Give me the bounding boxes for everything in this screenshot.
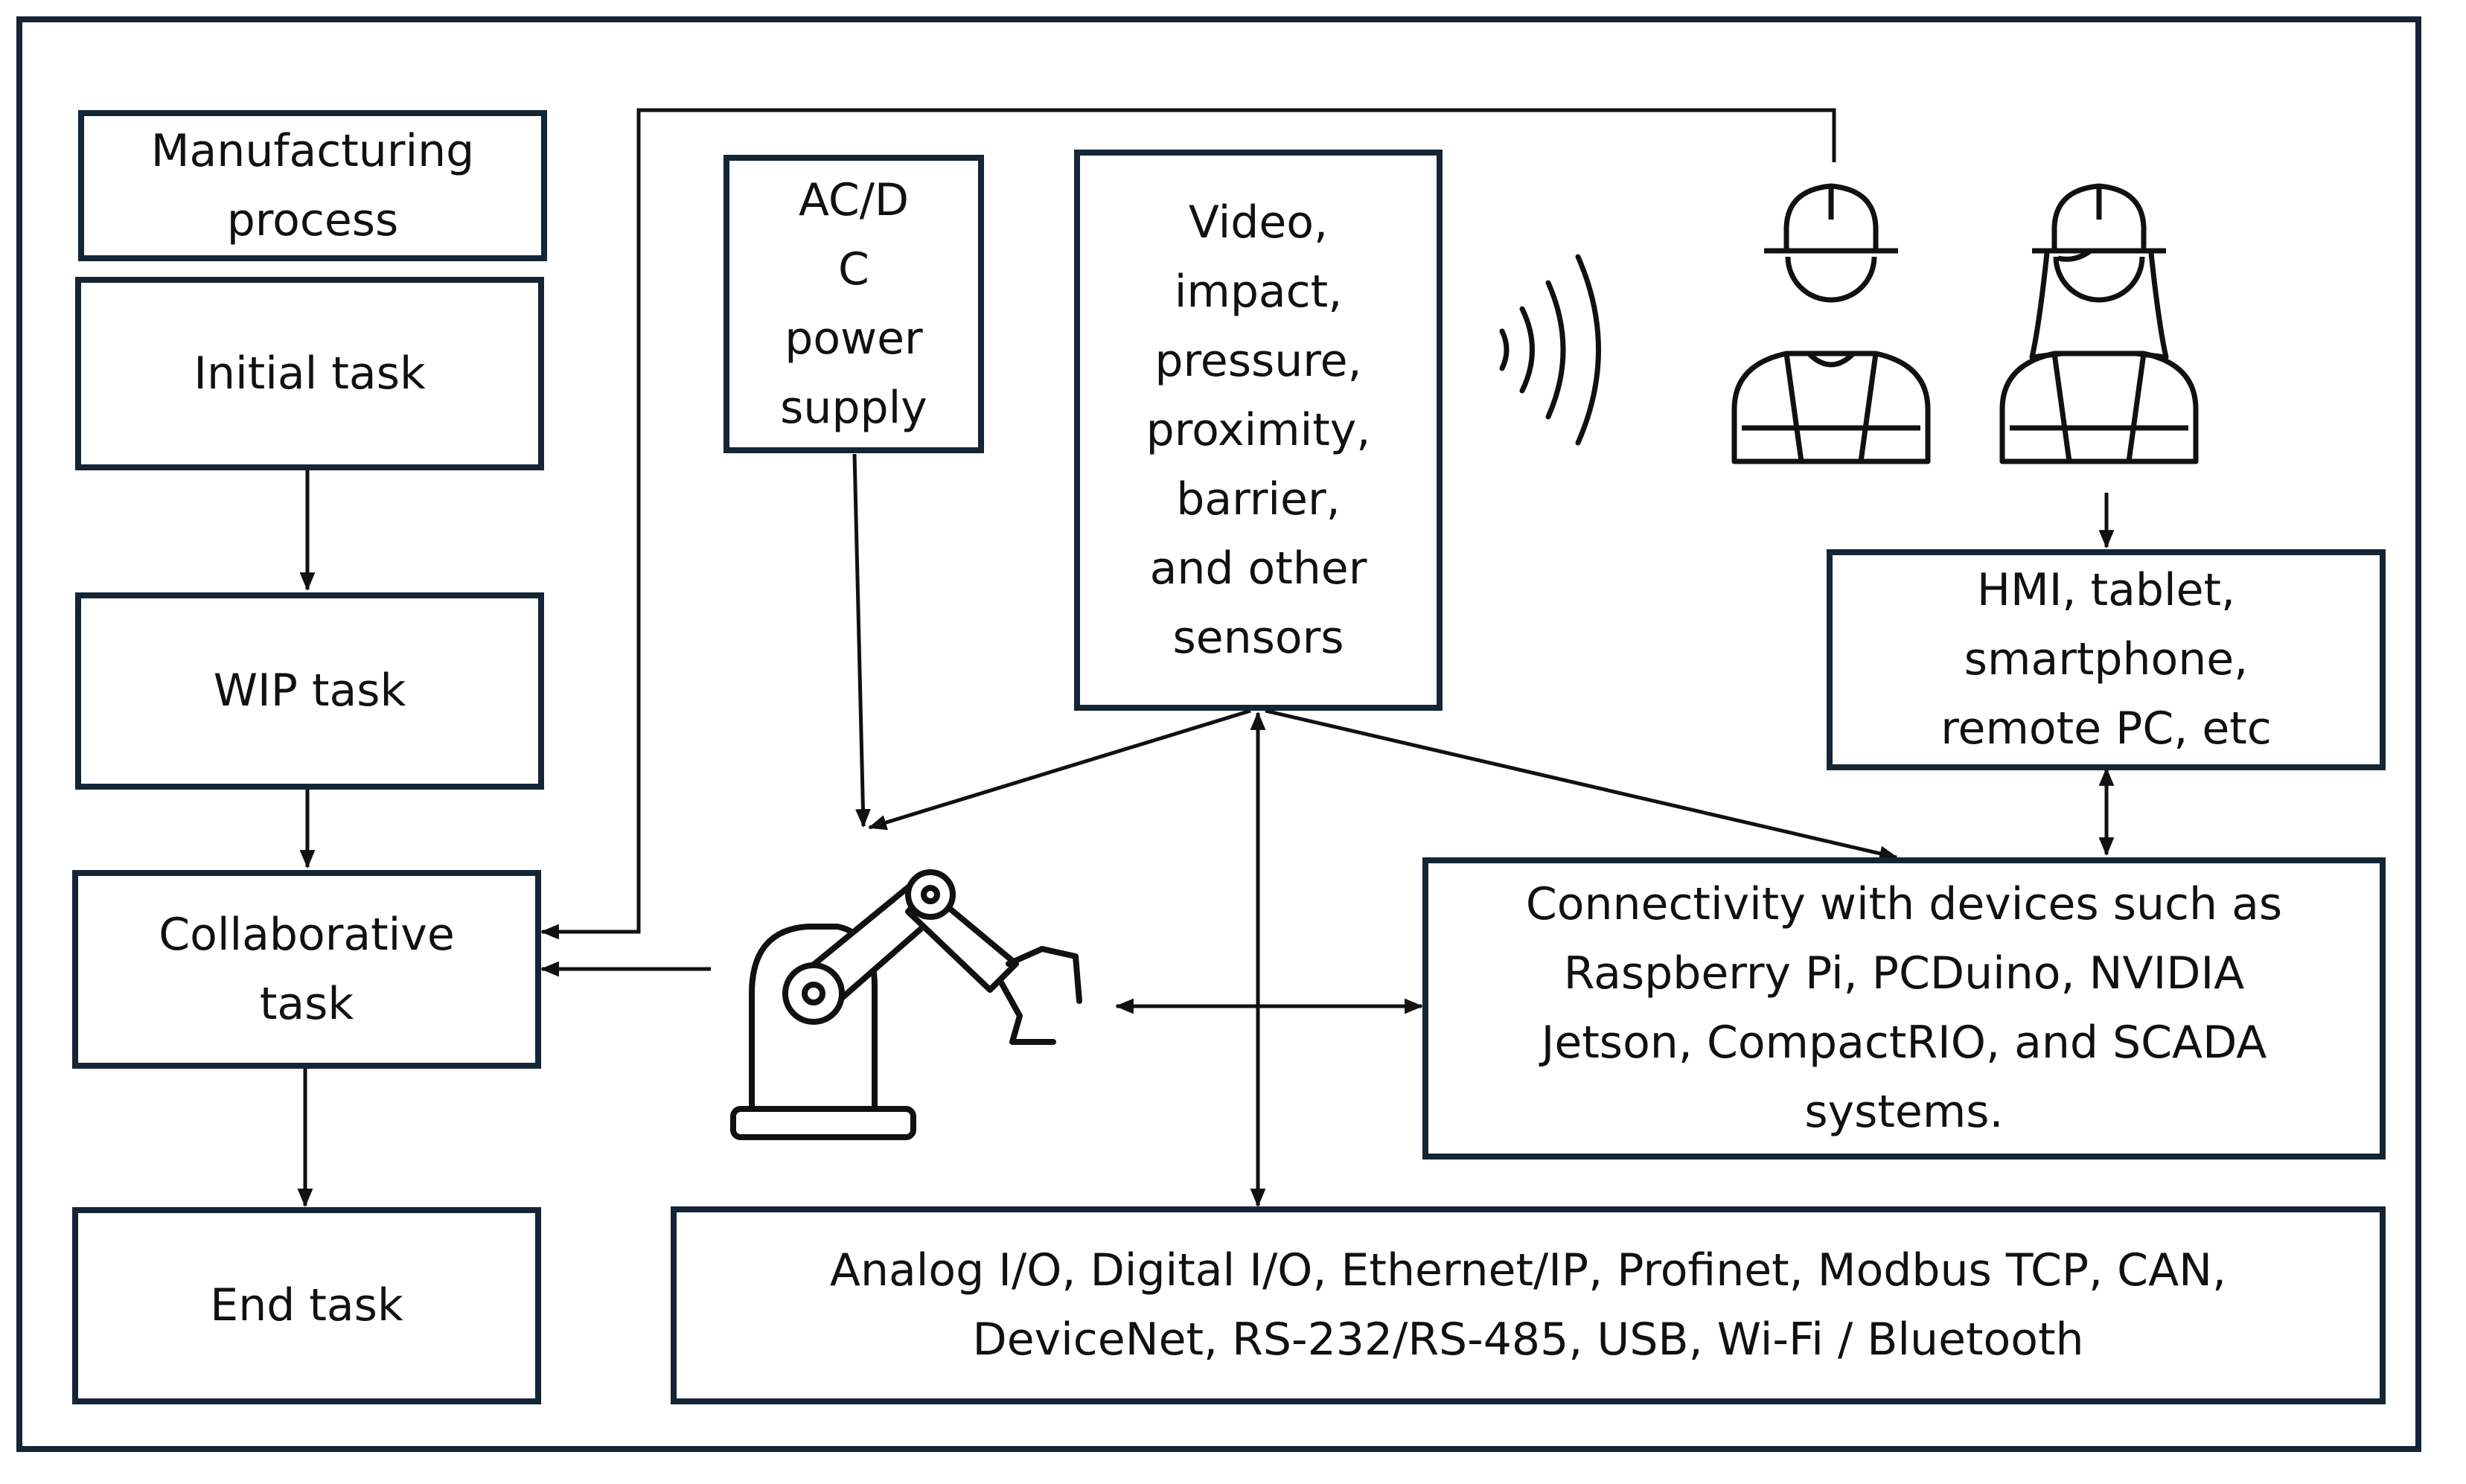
female-worker-icon <box>1999 183 2199 464</box>
robot-arm-icon <box>730 869 1082 1140</box>
arrow-sensors-to-robot <box>868 709 1251 831</box>
box-initial-task: Initial task <box>75 277 544 470</box>
box-sensors: Video, impact, pressure, proximity, barr… <box>1074 150 1443 711</box>
box-collaborative-task: Collaborative task <box>72 870 541 1069</box>
box-wip-task: WIP task <box>75 592 544 790</box>
box-power-supply: AC/D C power supply <box>723 155 984 453</box>
arrow-power-to-robot <box>852 453 871 828</box>
arrow-sensors-to-connectivity <box>1265 709 1899 861</box>
wireless-signal-icon <box>1499 254 1601 446</box>
box-end-task: End task <box>72 1207 541 1404</box>
diagram-frame <box>16 16 2421 1452</box>
male-worker-icon <box>1731 183 1931 464</box>
box-connectivity: Connectivity with devices such as Raspbe… <box>1422 857 2386 1160</box>
box-manufacturing-process: Manufacturing process <box>78 110 547 261</box>
box-hmi: HMI, tablet, smartphone, remote PC, etc <box>1827 549 2386 770</box>
arrow-worker-to-collaborative <box>540 108 1836 940</box>
box-protocols: Analog I/O, Digital I/O, Ethernet/IP, Pr… <box>671 1206 2386 1404</box>
